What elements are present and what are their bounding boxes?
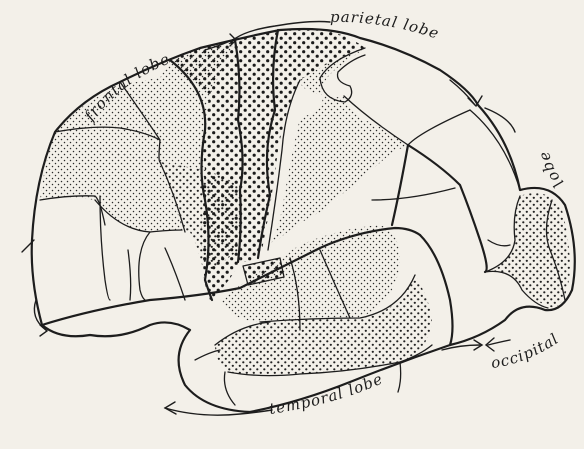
occipital-shaded-region xyxy=(485,193,570,308)
occipital-label: occipital xyxy=(490,329,562,372)
occipital-lobe-word-label: lobe xyxy=(535,149,567,191)
temporal-lobe-label: temporal lobe xyxy=(268,370,386,418)
